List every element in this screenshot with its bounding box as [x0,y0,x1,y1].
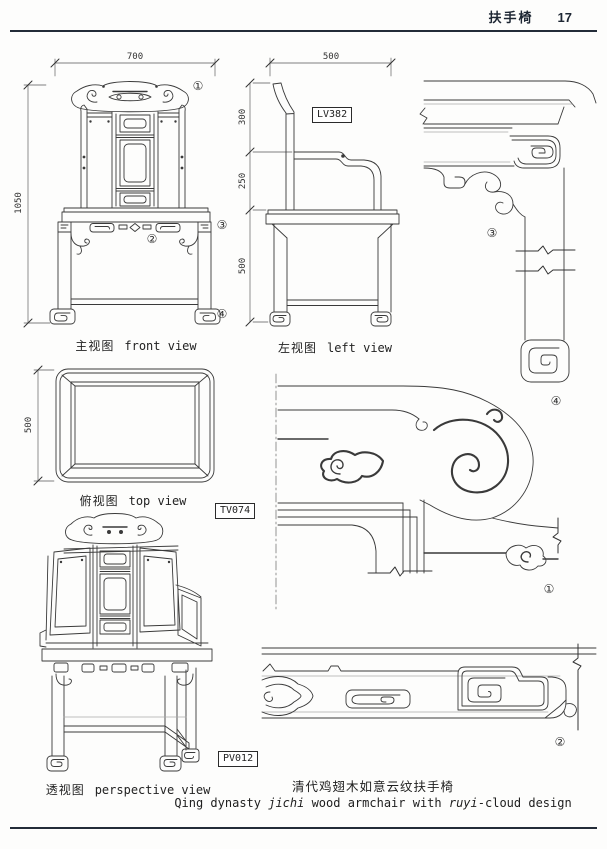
header-rule [10,30,597,32]
footer-rule [10,827,597,829]
front-width-dim: 700 [126,52,144,62]
top-view-caption-zh: 俯视图 [79,494,119,508]
top-view-drawing [33,365,215,486]
page-number: 17 [557,10,572,25]
marker-3-front: ③ [216,218,228,232]
left-view-caption: 左视图 left view [255,339,415,356]
perspective-view-drawing [39,513,213,772]
top-view-code: TV074 [215,503,256,519]
title-en-part3: -cloud design [477,796,572,810]
detail-crest-drawing [275,373,562,611]
front-view-caption-zh: 主视图 [75,339,115,353]
perspective-view-caption-zh: 透视图 [45,783,85,797]
marker-1-detail: ① [543,582,555,596]
top-view-caption: 俯视图 top view [53,492,213,509]
left-legs-dim: 500 [238,257,248,275]
front-view-caption-en: front view [124,339,197,353]
title-en-italic1: jichi [268,796,305,810]
perspective-view-code: PV012 [218,751,259,767]
piece-title-en: Qing dynasty jichi wood armchair with ru… [158,796,588,810]
front-view-drawing [23,58,221,328]
left-view-caption-en: left view [326,341,393,355]
left-view-drawing [245,57,400,327]
title-en-italic2: ruyi [448,796,478,810]
left-view-code: LV382 [312,107,353,123]
title-en-part2: wood armchair with [304,796,449,810]
marker-1-front: ① [192,79,204,93]
left-width-dim: 500 [322,52,340,62]
page-header: 扶手椅 17 [330,7,572,26]
detail-leg-drawing [419,80,597,383]
marker-4-front: ④ [216,307,228,321]
left-back-dim: 300 [238,108,248,126]
detail-apron-drawing [261,643,597,731]
marker-4-detail: ④ [550,394,562,408]
chapter-title: 扶手椅 [488,10,534,25]
front-view-caption: 主视图 front view [56,337,216,354]
piece-title-zh: 清代鸡翅木如意云纹扶手椅 [291,780,454,794]
left-view-caption-zh: 左视图 [277,341,317,355]
left-arm-dim: 250 [238,172,248,190]
perspective-view-caption-en: perspective view [94,783,211,797]
marker-3-detail: ③ [486,226,498,240]
top-view-caption-en: top view [128,494,187,508]
perspective-view-caption: 透视图 perspective view [38,781,218,798]
top-depth-dim: 500 [24,416,34,434]
marker-2-detail: ② [554,735,566,749]
front-height-dim: 1050 [14,192,24,214]
title-en-part1: Qing dynasty [174,796,269,810]
marker-2-front: ② [146,232,158,246]
